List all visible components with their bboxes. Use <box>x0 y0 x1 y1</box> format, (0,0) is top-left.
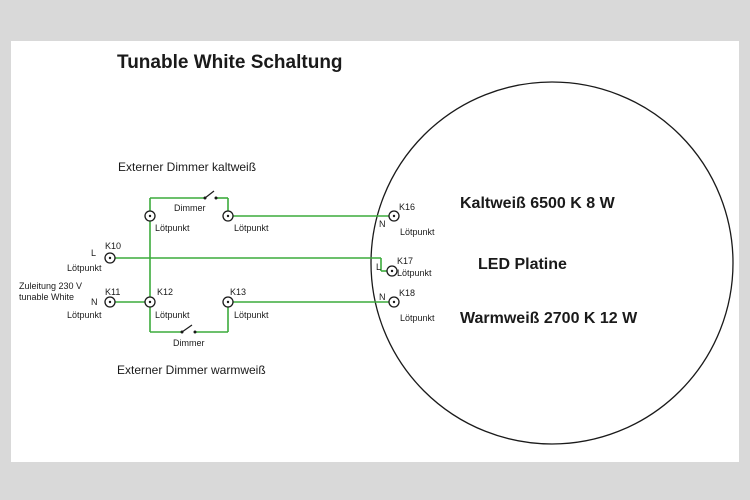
terminal-k11-pole: N <box>91 297 98 307</box>
terminal-top-left <box>144 210 156 222</box>
terminal-k12-id: K12 <box>157 287 173 297</box>
terminal-k12 <box>144 296 156 308</box>
terminal-k16-id: K16 <box>399 202 415 212</box>
led-platine-circle <box>370 81 734 445</box>
terminal-k11-id: K11 <box>105 287 120 297</box>
terminal-k17-sub: Lötpunkt <box>397 268 432 278</box>
terminal-k17 <box>386 265 398 277</box>
terminal-k13-id: K13 <box>230 287 246 297</box>
diagram-title: Tunable White Schaltung <box>117 52 343 73</box>
terminal-k16 <box>388 210 400 222</box>
supply-line2: tunable White <box>19 292 74 302</box>
diagram-panel <box>11 41 739 462</box>
terminal-k17-id: K17 <box>397 256 413 266</box>
dimmer-kalt-label: Dimmer <box>174 203 206 213</box>
terminal-k13 <box>222 296 234 308</box>
terminal-k11 <box>104 296 116 308</box>
dimmer-kalt-heading: Externer Dimmer kaltweiß <box>118 160 256 174</box>
terminal-k12-sub: Lötpunkt <box>155 310 190 320</box>
terminal-k10-id: K10 <box>105 241 121 251</box>
terminal-k18-pole: N <box>379 292 386 302</box>
terminal-k10 <box>104 252 116 264</box>
dimmer-kalt-switch <box>203 190 218 200</box>
terminal-k17-pole: L <box>376 262 381 272</box>
terminal-k10-pole: L <box>91 248 96 258</box>
terminal-k18-id: K18 <box>399 288 415 298</box>
supply-line1: Zuleitung 230 V <box>19 281 82 291</box>
dimmer-warm-label: Dimmer <box>173 338 205 348</box>
terminal-k18 <box>388 296 400 308</box>
terminal-top-right <box>222 210 234 222</box>
terminal-k10-sub: Lötpunkt <box>67 263 102 273</box>
terminal-k13-sub: Lötpunkt <box>234 310 269 320</box>
terminal-top-left-sub: Lötpunkt <box>155 223 190 233</box>
terminal-k18-sub: Lötpunkt <box>400 313 435 323</box>
led-platine-label: LED Platine <box>478 256 567 273</box>
led-warm-label: Warmweiß 2700 K 12 W <box>460 310 638 327</box>
terminal-k16-sub: Lötpunkt <box>400 227 435 237</box>
terminal-top-right-sub: Lötpunkt <box>234 223 269 233</box>
terminal-k11-sub: Lötpunkt <box>67 310 102 320</box>
dimmer-warm-switch <box>180 324 197 334</box>
led-kalt-label: Kaltweiß 6500 K 8 W <box>460 195 616 212</box>
terminal-k16-pole: N <box>379 219 386 229</box>
dimmer-warm-heading: Externer Dimmer warmweiß <box>117 363 266 377</box>
